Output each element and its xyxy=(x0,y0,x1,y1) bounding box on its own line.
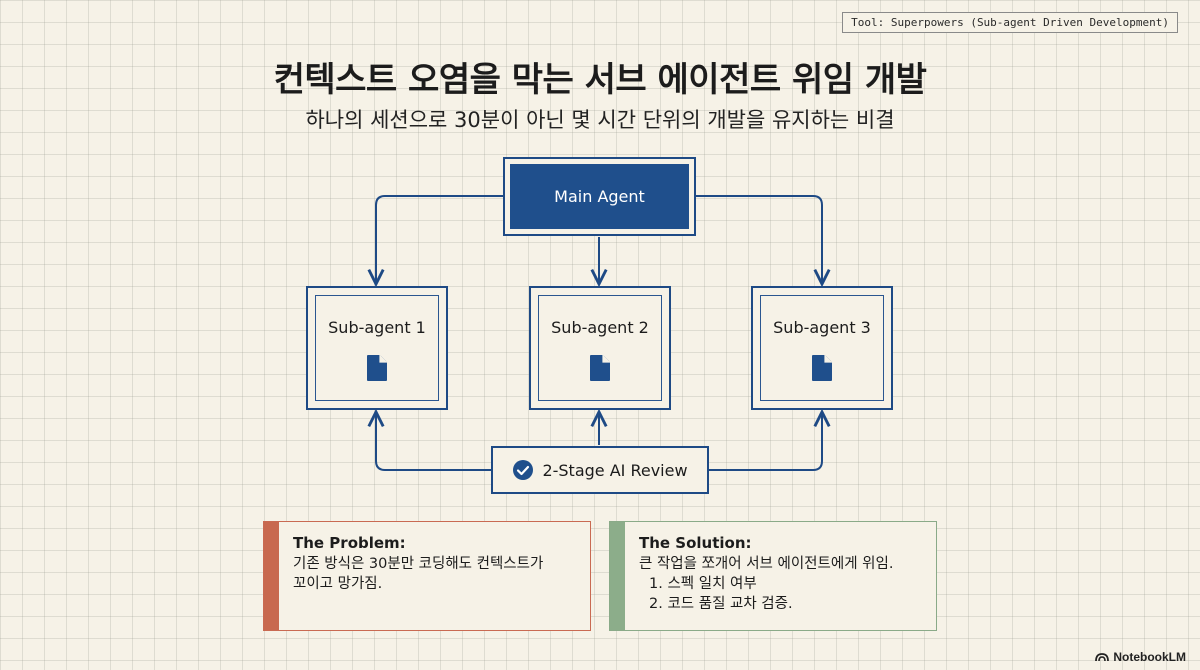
page-subtitle: 하나의 세션으로 30분이 아닌 몇 시간 단위의 개발을 유지하는 비결 xyxy=(305,108,895,132)
notebooklm-label: NotebookLM xyxy=(1113,650,1186,664)
sub-agent-3-label: Sub-agent 3 xyxy=(773,318,871,337)
solution-item: 2. 코드 품질 교차 검증. xyxy=(649,596,793,612)
solution-card: The Solution: 큰 작업을 쪼개어 서브 에이전트에게 위임. 1.… xyxy=(609,521,937,631)
problem-accent-bar xyxy=(264,522,279,630)
notebooklm-logo-icon xyxy=(1095,653,1110,662)
arrow-review-to-sub3 xyxy=(709,412,822,471)
review-label: 2-Stage AI Review xyxy=(542,460,688,480)
sub-agent-1-box: Sub-agent 1 xyxy=(306,286,448,410)
sub-agent-2-label: Sub-agent 2 xyxy=(551,318,649,337)
main-agent-box: Main Agent xyxy=(503,157,696,236)
arrow-main-to-sub3 xyxy=(696,195,822,284)
problem-line-1: 기존 방식은 30분만 코딩해도 컨텍스트가 xyxy=(293,556,544,572)
arrow-review-to-sub1 xyxy=(376,412,491,471)
problem-heading: The Problem: xyxy=(293,534,406,552)
notebooklm-watermark: NotebookLM xyxy=(1095,650,1186,664)
check-circle-icon xyxy=(513,460,534,480)
document-icon xyxy=(367,355,387,381)
solution-intro: 큰 작업을 쪼개어 서브 에이전트에게 위임. xyxy=(639,556,894,572)
problem-line-2: 꼬이고 망가짐. xyxy=(293,576,383,592)
document-icon xyxy=(590,355,610,381)
tool-tag: Tool: Superpowers (Sub-agent Driven Deve… xyxy=(842,12,1178,33)
sub-agent-2-box: Sub-agent 2 xyxy=(529,286,671,410)
sub-agent-1-label: Sub-agent 1 xyxy=(328,318,426,337)
main-agent-label: Main Agent xyxy=(510,164,689,229)
problem-card: The Problem: 기존 방식은 30분만 코딩해도 컨텍스트가 꼬이고 … xyxy=(263,521,591,631)
solution-accent-bar xyxy=(610,522,625,630)
solution-item: 1. 스펙 일치 여부 xyxy=(649,576,757,592)
page-title: 컨텍스트 오염을 막는 서브 에이전트 위임 개발 xyxy=(273,60,927,100)
solution-heading: The Solution: xyxy=(639,534,752,552)
sub-agent-3-box: Sub-agent 3 xyxy=(751,286,893,410)
review-box: 2-Stage AI Review xyxy=(491,446,709,494)
document-icon xyxy=(812,355,832,381)
arrow-main-to-sub1 xyxy=(376,195,503,284)
